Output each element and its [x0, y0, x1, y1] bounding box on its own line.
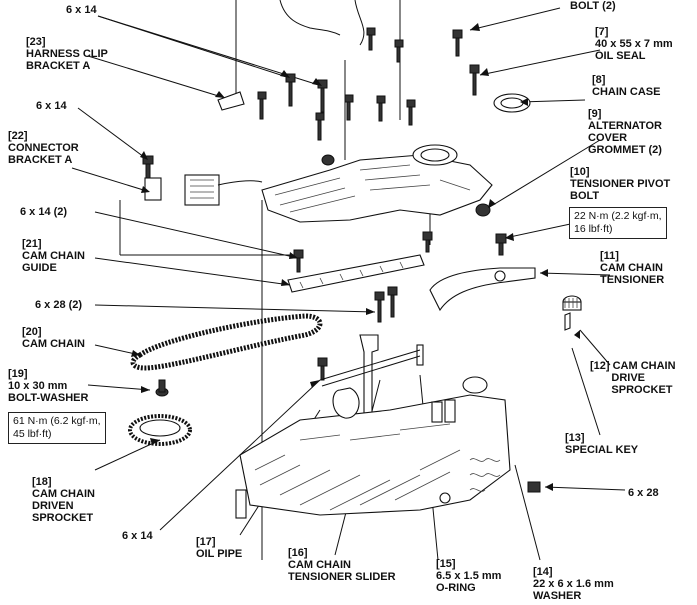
cam-chain — [130, 313, 323, 371]
special-key-label: [13] SPECIAL KEY — [565, 432, 639, 456]
bolts — [142, 27, 541, 493]
tensioner-label: [11] CAM CHAIN TENSIONER — [600, 250, 665, 286]
bolt-washer-torque-spec: 61 N·m (6.2 kgf·m, 45 lbf·ft) — [8, 412, 106, 444]
bolt-size-label-5: 6 x 14 — [122, 530, 153, 542]
oil-pipe — [319, 349, 421, 387]
bolt-size-label-3: 6 x 14 (2) — [20, 206, 68, 218]
pivot-bolt-label: [10] TENSIONER PIVOT BOLT — [570, 166, 671, 202]
driven-sprocket-label: [18] CAM CHAIN DRIVEN SPROCKET — [32, 476, 95, 524]
oil-pipe-label: [17] OIL PIPE — [196, 536, 243, 560]
driven-sprocket — [128, 379, 192, 446]
cam-chain-guide — [287, 254, 425, 293]
bolt-washer-label: [19] 10 x 30 mm BOLT-WASHER — [8, 368, 89, 404]
cylinder-head — [235, 376, 511, 519]
washer-label: [14] 22 x 6 x 1.6 mm WASHER — [533, 566, 614, 602]
chain-case-label: [8] CHAIN CASE — [592, 74, 661, 98]
grommet-label: [9] ALTERNATOR COVER GROMMET (2) — [588, 108, 662, 156]
cam-chain-tensioner — [429, 267, 536, 312]
grommet — [321, 154, 491, 217]
harness-clip — [217, 91, 245, 111]
bolt-size-label-2: 6 x 14 — [36, 100, 67, 112]
drive-sprocket — [562, 295, 582, 331]
arrow-heads — [131, 23, 580, 491]
wire-harness — [217, 0, 365, 186]
tensioner-slider-label: [16] CAM CHAIN TENSIONER SLIDER — [288, 547, 396, 583]
oil-seal — [493, 93, 531, 113]
cam-chain-label: [20] CAM CHAIN — [22, 326, 85, 350]
oil-seal-label: [7] 40 x 55 x 7 mm OIL SEAL — [595, 26, 673, 62]
tensioner-slider — [359, 334, 424, 421]
chain-case — [144, 144, 493, 223]
pivot-bolt-torque-spec: 22 N·m (2.2 kgf·m, 16 lbf·ft) — [569, 207, 667, 239]
harness-clip-label: [23] HARNESS CLIP BRACKET A — [26, 36, 108, 72]
bolt-size-label: 6 x 14 — [66, 4, 97, 16]
o-ring-label: [15] 6.5 x 1.5 mm O-RING — [436, 558, 502, 594]
bolt-size-label-4: 6 x 28 (2) — [35, 299, 83, 311]
bolt-size-label-6: 6 x 28 — [628, 487, 659, 499]
bolt-count-label: BOLT (2) — [570, 0, 616, 12]
cam-chain-guide-label: [21] CAM CHAIN GUIDE — [22, 238, 85, 274]
drive-sprocket-label: [12] CAM CHAIN DRIVE SPROCKET — [590, 360, 676, 396]
connector-bracket-label: [22] CONNECTOR BRACKET A — [8, 130, 79, 166]
